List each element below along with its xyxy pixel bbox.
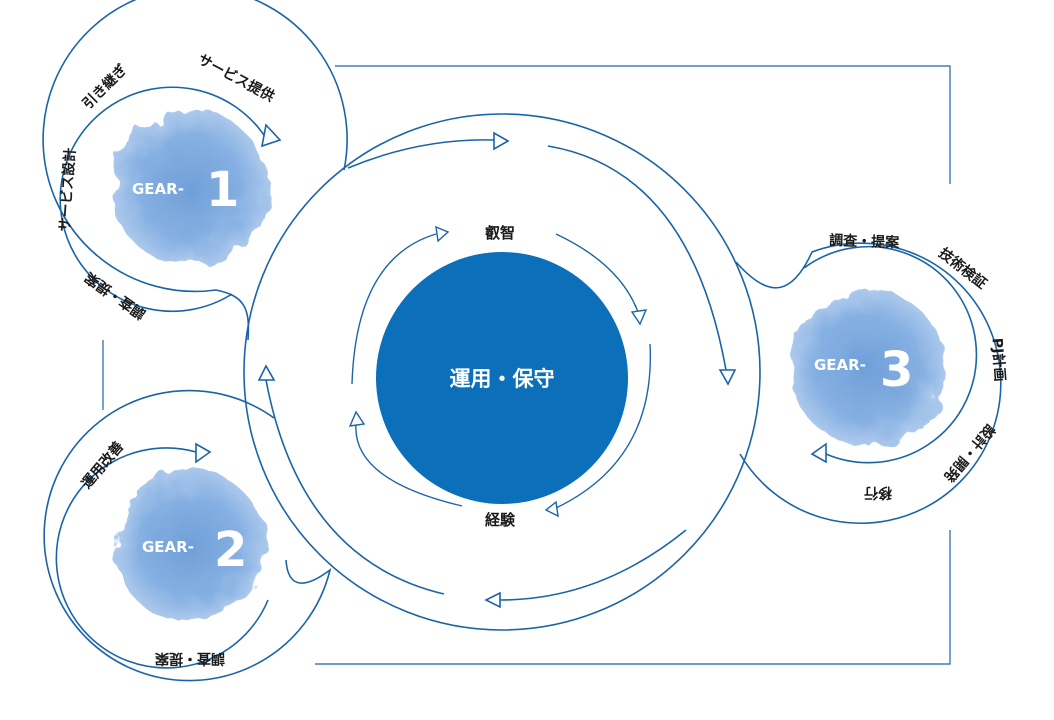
gear3-label-migration: 移行 xyxy=(864,484,892,501)
gear1-label-research: 調査・提案 xyxy=(81,268,149,323)
main-ring xyxy=(243,113,761,631)
gear1-loop xyxy=(42,0,348,341)
gear2-loop xyxy=(43,389,332,682)
inner-top-label: 叡智 xyxy=(484,224,515,242)
gear2-prefix: GEAR- xyxy=(142,538,194,556)
gear2-title: GEAR- 2 xyxy=(142,522,247,578)
gear3-loop xyxy=(735,242,1002,525)
gear1-cloud xyxy=(112,110,268,266)
outer-frame xyxy=(102,65,951,665)
gear1-label-handover: 引き継ぎ xyxy=(79,61,131,113)
gear2-cloud xyxy=(114,470,266,622)
gear1-prefix: GEAR- xyxy=(132,180,184,198)
gear3-number: 3 xyxy=(880,342,913,398)
gear2-number: 2 xyxy=(214,522,247,578)
gear1-title: GEAR- 1 xyxy=(132,162,239,218)
gear1-label-service-design: サービス設計 xyxy=(56,147,79,232)
center-title: 運用・保守 xyxy=(450,367,555,391)
gear3-cloud xyxy=(790,290,946,446)
gear2-label-research: 調査・提案 xyxy=(154,650,225,667)
gear1-label-service-provision: サービス提供 xyxy=(195,51,277,105)
gear3-label-pj-plan: PJ計画 xyxy=(988,337,1008,382)
gear3-label-tech-validation: 技術検証 xyxy=(935,245,990,293)
gear3-title: GEAR- 3 xyxy=(814,342,913,398)
gear3-prefix: GEAR- xyxy=(814,356,866,374)
gear1-number: 1 xyxy=(206,162,239,218)
gear2-label-operation-improvement: 運用改善 xyxy=(78,438,127,492)
center-circle xyxy=(376,252,628,504)
gear3-label-design-dev: 設計・開発 xyxy=(940,421,999,486)
main-ring-arrows xyxy=(257,131,737,609)
inner-bottom-label: 経験 xyxy=(485,511,516,529)
gear3-label-research: 調査・提案 xyxy=(829,232,901,251)
inner-ring-arrows xyxy=(348,225,652,518)
